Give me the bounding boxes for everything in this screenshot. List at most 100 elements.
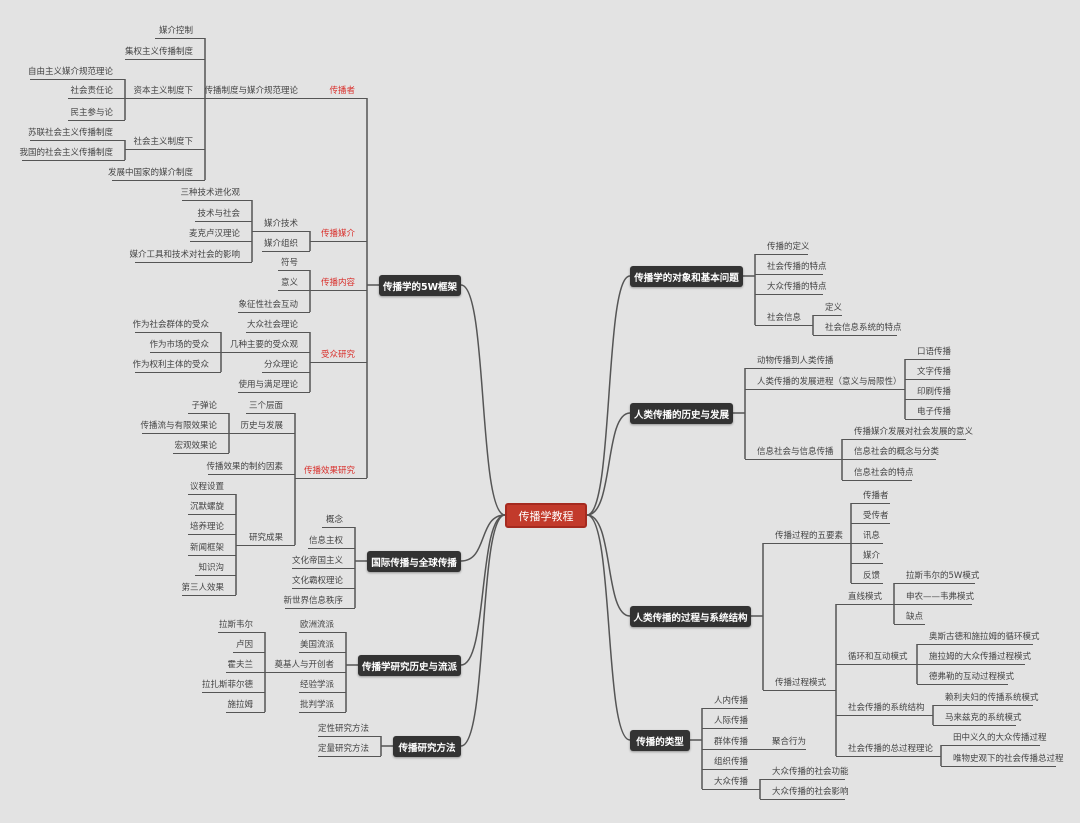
subtopic-node[interactable]: 批判学派	[299, 699, 346, 713]
subtopic-node[interactable]: 拉扎斯菲尔德	[202, 679, 265, 693]
subtopic-node[interactable]: 唯物史观下的社会传播总过程	[941, 753, 1064, 767]
subtopic-node[interactable]: 资本主义制度下	[125, 85, 205, 99]
subtopic-node[interactable]: 社会主义制度下	[125, 136, 205, 150]
subtopic-node[interactable]: 电子传播	[905, 406, 951, 420]
subtopic-node[interactable]: 使用与满足理论	[238, 379, 310, 393]
branch-topic[interactable]: 传播者	[310, 85, 367, 99]
subtopic-node[interactable]: 传播效果的制约因素	[206, 461, 295, 475]
subtopic-node[interactable]: 媒介控制	[155, 25, 205, 39]
subtopic-node[interactable]: 奠基人与开创者	[265, 659, 346, 673]
branch-topic[interactable]: 传播效果研究	[295, 465, 367, 479]
subtopic-node[interactable]: 作为权利主体的受众	[132, 359, 221, 373]
subtopic-node[interactable]: 技术与社会	[195, 208, 252, 222]
subtopic-node[interactable]: 新闻框架	[188, 542, 236, 556]
subtopic-node[interactable]: 几种主要的受众观	[221, 339, 310, 353]
subtopic-node[interactable]: 三个层面	[246, 400, 295, 414]
subtopic-node[interactable]: 大众传播的特点	[755, 281, 827, 295]
subtopic-node[interactable]: 施拉姆的大众传播过程模式	[917, 651, 1031, 665]
subtopic-node[interactable]: 文化帝国主义	[292, 555, 355, 569]
subtopic-node[interactable]: 缺点	[894, 611, 925, 625]
subtopic-node[interactable]: 传播过程的五要素	[763, 530, 851, 544]
subtopic-node[interactable]: 作为市场的受众	[149, 339, 221, 353]
main-topic[interactable]: 传播学的对象和基本问题	[630, 266, 743, 287]
subtopic-node[interactable]: 传播媒介发展对社会发展的意义	[842, 426, 973, 440]
subtopic-node[interactable]: 群体传播	[702, 736, 760, 750]
subtopic-node[interactable]: 麦克卢汉理论	[189, 228, 252, 242]
subtopic-node[interactable]: 申农——韦弗模式	[894, 591, 974, 605]
subtopic-node[interactable]: 文字传播	[905, 366, 951, 380]
subtopic-node[interactable]: 德弗勒的互动过程模式	[917, 671, 1014, 685]
subtopic-node[interactable]: 自由主义媒介规范理论	[28, 66, 125, 80]
subtopic-node[interactable]: 美国流派	[299, 639, 346, 653]
subtopic-node[interactable]: 社会传播的系统结构	[836, 702, 933, 716]
subtopic-node[interactable]: 传播的定义	[755, 241, 810, 255]
subtopic-node[interactable]: 媒介技术	[252, 218, 310, 232]
subtopic-node[interactable]: 聚合行为	[760, 736, 806, 750]
subtopic-node[interactable]: 新世界信息秩序	[283, 595, 355, 609]
branch-topic[interactable]: 受众研究	[310, 349, 367, 363]
subtopic-node[interactable]: 民主参与论	[68, 107, 125, 121]
subtopic-node[interactable]: 大众社会理论	[246, 319, 310, 333]
subtopic-node[interactable]: 社会信息	[755, 312, 813, 326]
subtopic-node[interactable]: 符号	[278, 257, 310, 271]
subtopic-node[interactable]: 三种技术进化观	[180, 187, 252, 201]
subtopic-node[interactable]: 霍夫兰	[226, 659, 265, 673]
subtopic-node[interactable]: 信息社会的特点	[842, 467, 914, 481]
subtopic-node[interactable]: 直线模式	[836, 591, 894, 605]
subtopic-node[interactable]: 人际传播	[702, 715, 748, 729]
subtopic-node[interactable]: 口语传播	[905, 346, 951, 360]
subtopic-node[interactable]: 讯息	[851, 530, 883, 544]
subtopic-node[interactable]: 组织传播	[702, 756, 748, 770]
subtopic-node[interactable]: 传播流与有限效果论	[140, 420, 229, 434]
subtopic-node[interactable]: 拉斯韦尔	[218, 619, 265, 633]
subtopic-node[interactable]: 信息社会与信息传播	[745, 446, 842, 460]
subtopic-node[interactable]: 人内传播	[702, 695, 748, 709]
subtopic-node[interactable]: 大众传播	[702, 776, 760, 790]
subtopic-node[interactable]: 赖利夫妇的传播系统模式	[933, 692, 1039, 706]
subtopic-node[interactable]: 动物传播到人类传播	[745, 355, 834, 369]
subtopic-node[interactable]: 历史与发展	[229, 420, 295, 434]
subtopic-node[interactable]: 文化霸权理论	[292, 575, 355, 589]
subtopic-node[interactable]: 集权主义传播制度	[125, 46, 205, 60]
subtopic-node[interactable]: 概念	[322, 514, 355, 528]
subtopic-node[interactable]: 反馈	[851, 570, 883, 584]
subtopic-node[interactable]: 传播过程模式	[763, 677, 836, 691]
main-topic[interactable]: 人类传播的历史与发展	[630, 403, 733, 424]
subtopic-node[interactable]: 社会信息系统的特点	[813, 322, 902, 336]
subtopic-node[interactable]: 卢因	[233, 639, 265, 653]
main-topic[interactable]: 人类传播的过程与系统结构	[630, 606, 751, 627]
main-topic[interactable]: 传播的类型	[630, 730, 690, 751]
subtopic-node[interactable]: 欧洲流派	[299, 619, 346, 633]
subtopic-node[interactable]: 研究成果	[236, 532, 295, 546]
subtopic-node[interactable]: 定义	[813, 302, 842, 316]
main-topic[interactable]: 传播研究方法	[393, 736, 461, 757]
subtopic-node[interactable]: 知识沟	[195, 562, 236, 576]
subtopic-node[interactable]: 循环和互动模式	[836, 651, 917, 665]
subtopic-node[interactable]: 我国的社会主义传播制度	[19, 147, 125, 161]
subtopic-node[interactable]: 社会传播的特点	[755, 261, 827, 275]
subtopic-node[interactable]: 信息主权	[308, 535, 355, 549]
subtopic-node[interactable]: 大众传播的社会影响	[760, 786, 849, 800]
subtopic-node[interactable]: 定性研究方法	[318, 723, 381, 737]
subtopic-node[interactable]: 拉斯韦尔的5W模式	[894, 570, 979, 584]
subtopic-node[interactable]: 象征性社会互动	[238, 299, 310, 313]
subtopic-node[interactable]: 意义	[278, 277, 310, 291]
subtopic-node[interactable]: 受传者	[851, 510, 890, 524]
main-topic[interactable]: 传播学研究历史与流派	[358, 655, 461, 676]
subtopic-node[interactable]: 施拉姆	[226, 699, 265, 713]
subtopic-node[interactable]: 印刷传播	[905, 386, 951, 400]
branch-topic[interactable]: 传播媒介	[310, 228, 367, 242]
subtopic-node[interactable]: 培养理论	[188, 521, 236, 535]
subtopic-node[interactable]: 经验学派	[299, 679, 346, 693]
subtopic-node[interactable]: 人类传播的发展进程（意义与局限性）	[745, 376, 905, 390]
main-topic[interactable]: 国际传播与全球传播	[367, 551, 461, 572]
subtopic-node[interactable]: 传播者	[851, 490, 890, 504]
subtopic-node[interactable]: 苏联社会主义传播制度	[28, 127, 125, 141]
subtopic-node[interactable]: 信息社会的概念与分类	[842, 446, 939, 460]
subtopic-node[interactable]: 子弹论	[188, 400, 229, 414]
subtopic-node[interactable]: 田中义久的大众传播过程	[941, 732, 1047, 746]
subtopic-node[interactable]: 媒介工具和技术对社会的影响	[129, 249, 252, 263]
subtopic-node[interactable]: 奥斯古德和施拉姆的循环模式	[917, 631, 1040, 645]
subtopic-node[interactable]: 马来兹克的系统模式	[933, 712, 1022, 726]
subtopic-node[interactable]: 议程设置	[188, 481, 236, 495]
